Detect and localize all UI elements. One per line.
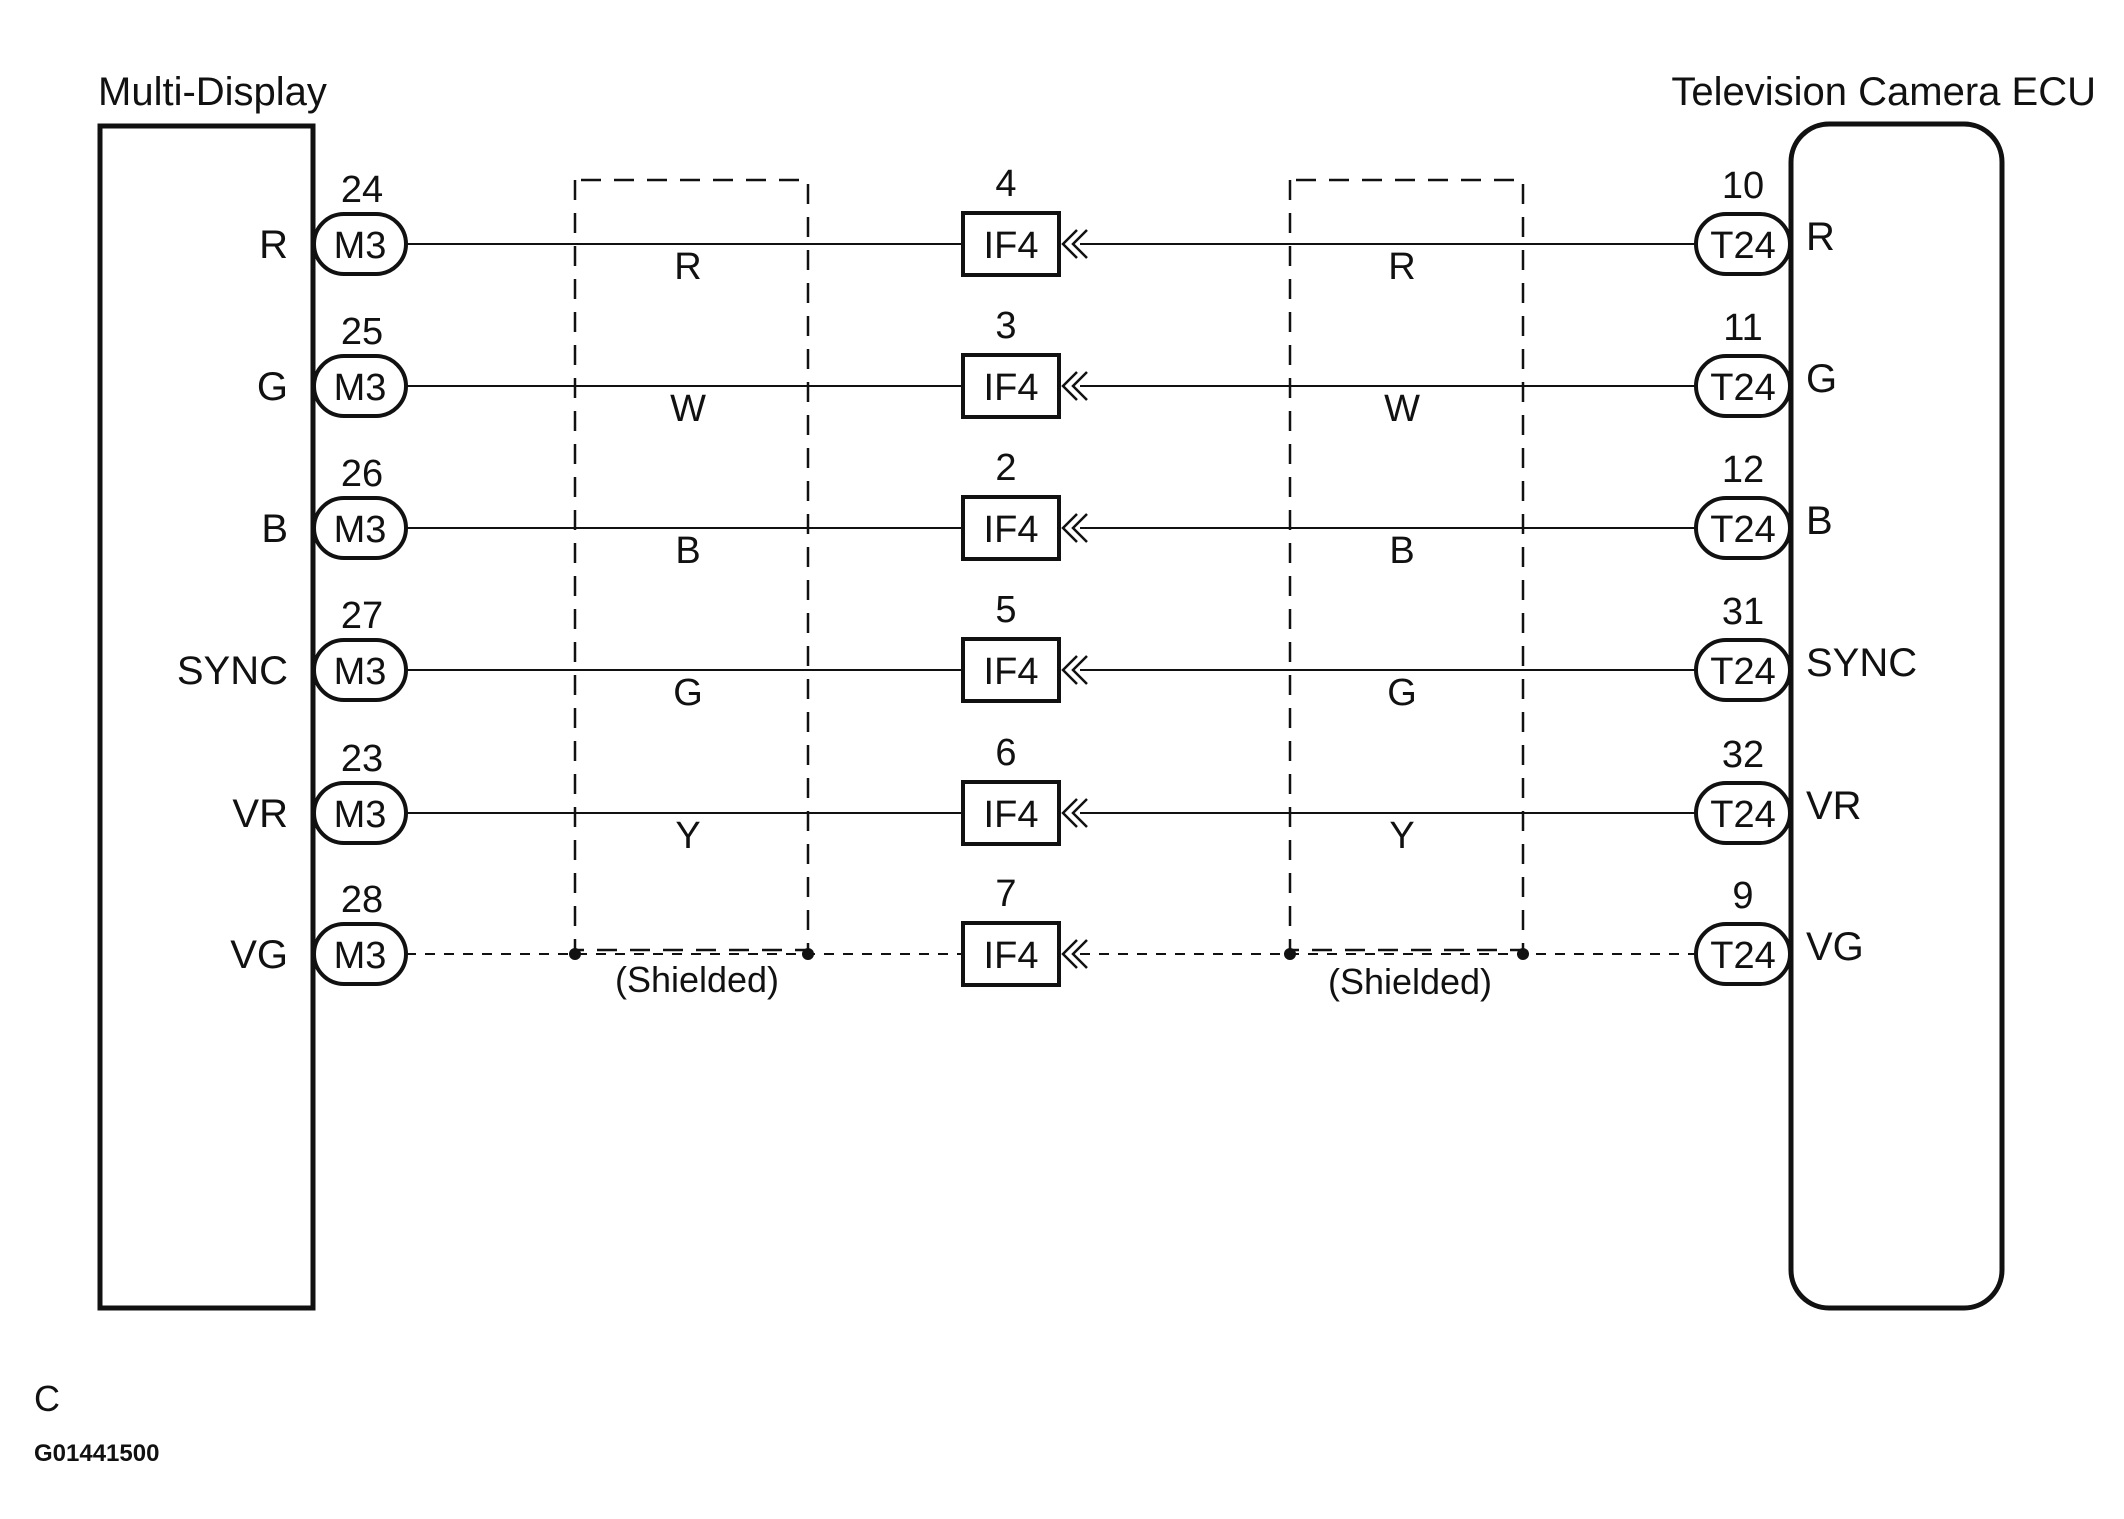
left-pin-number: 25 xyxy=(341,311,383,353)
shield-ground-dot xyxy=(569,948,581,960)
junction-chevron-icon xyxy=(1061,371,1088,401)
wire-color-left: W xyxy=(670,388,706,430)
junction-box xyxy=(961,637,1061,703)
right-connector-oval xyxy=(1694,496,1792,560)
left-signal-label: B xyxy=(261,507,288,551)
right-connector-oval xyxy=(1694,638,1792,702)
left-connector-label: M3 xyxy=(334,651,387,693)
junction-box xyxy=(961,921,1061,987)
junction-label: IF4 xyxy=(984,225,1039,267)
junction-chevron-icon xyxy=(1061,229,1088,259)
right-signal-label: B xyxy=(1806,499,1833,543)
right-connector-label: T24 xyxy=(1710,367,1775,409)
left-connector-label: M3 xyxy=(334,794,387,836)
left-signal-label: VR xyxy=(232,792,288,836)
right-connector-label: T24 xyxy=(1710,935,1775,977)
right-connector-oval xyxy=(1694,781,1792,845)
right-signal-label: VG xyxy=(1806,925,1864,969)
junction-chevron-icon xyxy=(1061,798,1088,828)
right-signal-label: SYNC xyxy=(1806,641,1917,685)
left-signal-label: VG xyxy=(230,933,288,977)
junction-label: IF4 xyxy=(984,651,1039,693)
right-connector-oval xyxy=(1694,354,1792,418)
right-signal-label: VR xyxy=(1806,784,1862,828)
wire-color-right: Y xyxy=(1389,815,1414,857)
right-connector-label: T24 xyxy=(1710,509,1775,551)
junction-pin-number: 3 xyxy=(995,305,1016,347)
left-signal-label: SYNC xyxy=(177,649,288,693)
junction-pin-number: 7 xyxy=(995,873,1016,915)
junction-chevron-icon xyxy=(1061,513,1088,543)
wire-color-left: B xyxy=(675,530,700,572)
corner-letter: C xyxy=(34,1378,60,1419)
junction-label: IF4 xyxy=(984,935,1039,977)
left-signal-label: G xyxy=(257,365,288,409)
right-connector-label: T24 xyxy=(1710,225,1775,267)
left-connector-label: M3 xyxy=(334,367,387,409)
junction-chevron-icon xyxy=(1061,655,1088,685)
wire-color-right: W xyxy=(1384,388,1420,430)
junction-label: IF4 xyxy=(984,509,1039,551)
wire-color-left: G xyxy=(673,672,703,714)
figure-code: G01441500 xyxy=(34,1440,159,1467)
left-pin-number: 24 xyxy=(341,169,383,211)
right-connector-label: T24 xyxy=(1710,794,1775,836)
tv-camera-ecu-box xyxy=(1788,121,2005,1311)
left-pin-number: 23 xyxy=(341,738,383,780)
wire-color-right: B xyxy=(1389,530,1414,572)
shield-ground-dot xyxy=(802,948,814,960)
right-pin-number: 9 xyxy=(1732,875,1753,917)
right-connector-oval xyxy=(1694,922,1792,986)
junction-pin-number: 5 xyxy=(995,589,1016,631)
junction-pin-number: 2 xyxy=(995,447,1016,489)
shielded-label-right: (Shielded) xyxy=(1328,961,1492,1002)
left-pin-number: 27 xyxy=(341,595,383,637)
tv-camera-ecu-title: Television Camera ECU xyxy=(1671,70,2096,114)
wire-color-left: R xyxy=(674,246,701,288)
multi-display-box xyxy=(97,123,316,1311)
shielded-label-left: (Shielded) xyxy=(615,959,779,1000)
right-connector-oval xyxy=(1694,212,1792,276)
junction-label: IF4 xyxy=(984,367,1039,409)
junction-label: IF4 xyxy=(984,794,1039,836)
left-pin-number: 28 xyxy=(341,879,383,921)
left-pin-number: 26 xyxy=(341,453,383,495)
wire-color-right: G xyxy=(1387,672,1417,714)
left-connector-label: M3 xyxy=(334,935,387,977)
right-pin-number: 31 xyxy=(1722,591,1764,633)
junction-chevron-icon xyxy=(1061,939,1088,969)
left-connector-label: M3 xyxy=(334,225,387,267)
left-signal-label: R xyxy=(259,223,288,267)
junction-box xyxy=(961,353,1061,419)
right-pin-number: 12 xyxy=(1722,449,1764,491)
junction-box xyxy=(961,495,1061,561)
right-signal-label: G xyxy=(1806,357,1837,401)
right-pin-number: 32 xyxy=(1722,734,1764,776)
shield-ground-dot xyxy=(1517,948,1529,960)
junction-box xyxy=(961,211,1061,277)
right-connector-label: T24 xyxy=(1710,651,1775,693)
right-pin-number: 10 xyxy=(1722,165,1764,207)
shield-ground-dot xyxy=(1284,948,1296,960)
junction-pin-number: 6 xyxy=(995,732,1016,774)
wire-color-right: R xyxy=(1388,246,1415,288)
left-connector-label: M3 xyxy=(334,509,387,551)
multi-display-title: Multi-Display xyxy=(98,70,327,114)
wire-color-left: Y xyxy=(675,815,700,857)
junction-pin-number: 4 xyxy=(995,163,1016,205)
right-signal-label: R xyxy=(1806,215,1835,259)
junction-box xyxy=(961,780,1061,846)
right-pin-number: 11 xyxy=(1723,307,1762,349)
